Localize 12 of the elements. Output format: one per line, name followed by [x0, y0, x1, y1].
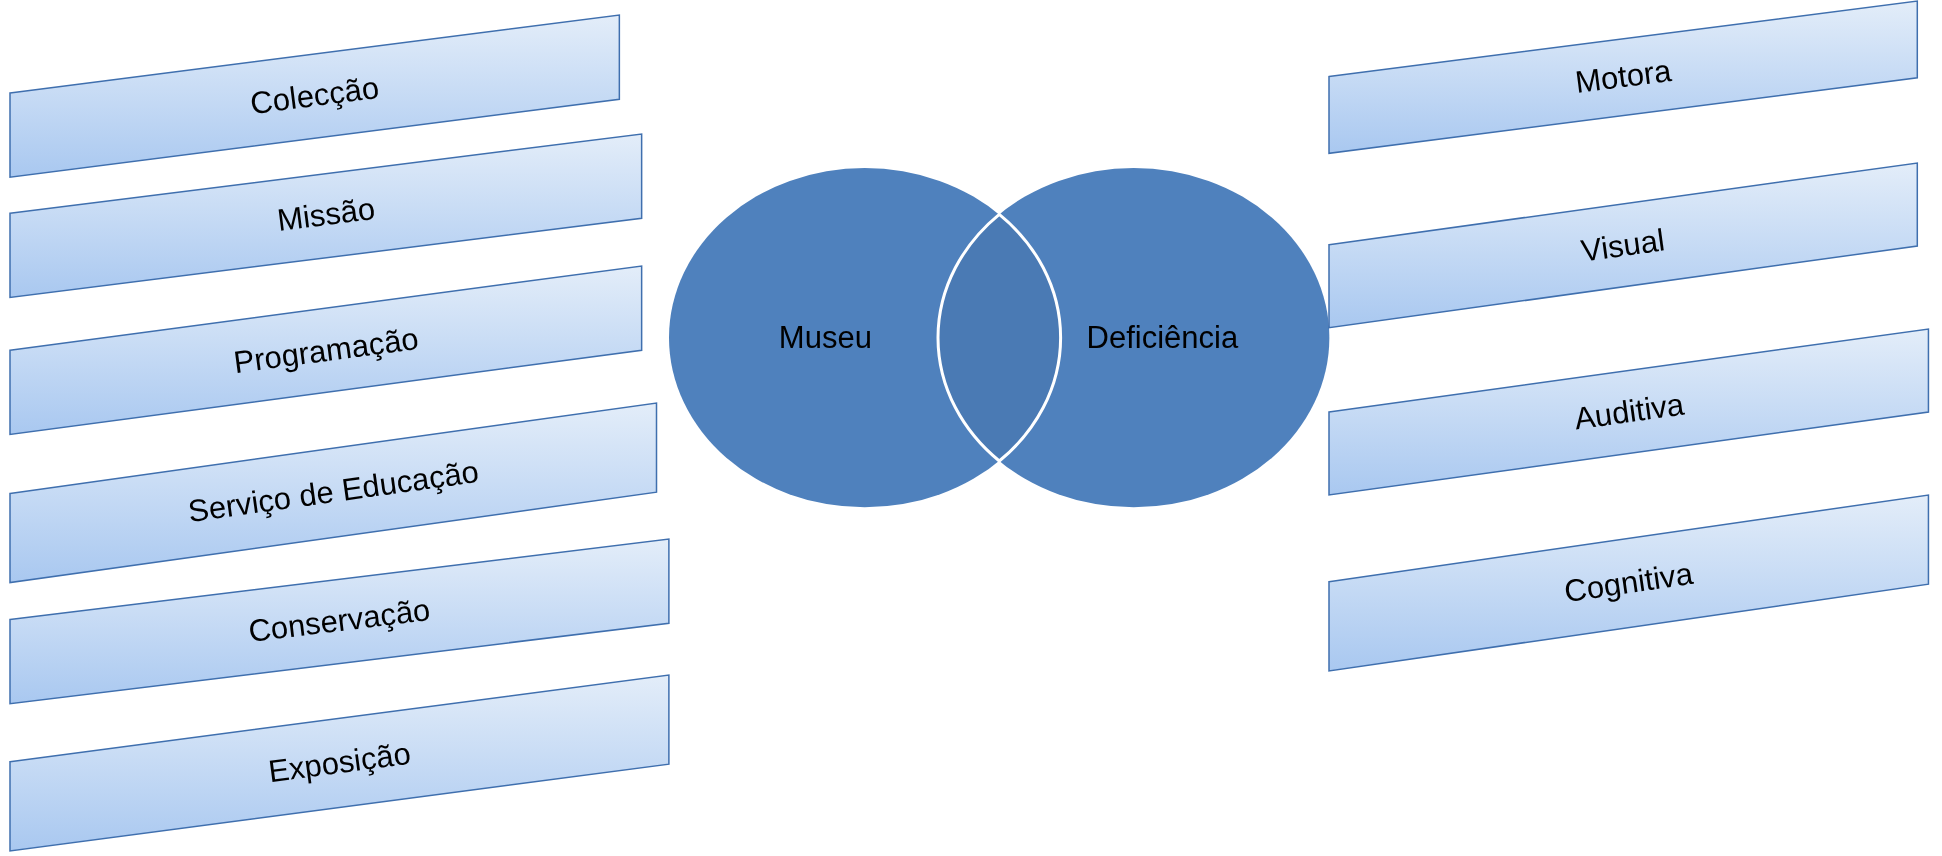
category-label: Missão [274, 191, 377, 240]
category-label: Serviço de Educação [185, 454, 481, 531]
category-label: Exposição [266, 735, 413, 791]
category-label: Programação [231, 320, 421, 381]
category-label: Auditiva [1571, 387, 1686, 438]
category-label: Visual [1579, 222, 1667, 270]
category-label: Colecção [248, 69, 382, 123]
category-label: Cognitiva [1562, 556, 1696, 611]
circle-label: Deficiência [1086, 320, 1239, 357]
category-label: Conservação [246, 592, 432, 651]
circle-label: Museu [778, 320, 872, 357]
category-label: Motora [1573, 53, 1674, 102]
